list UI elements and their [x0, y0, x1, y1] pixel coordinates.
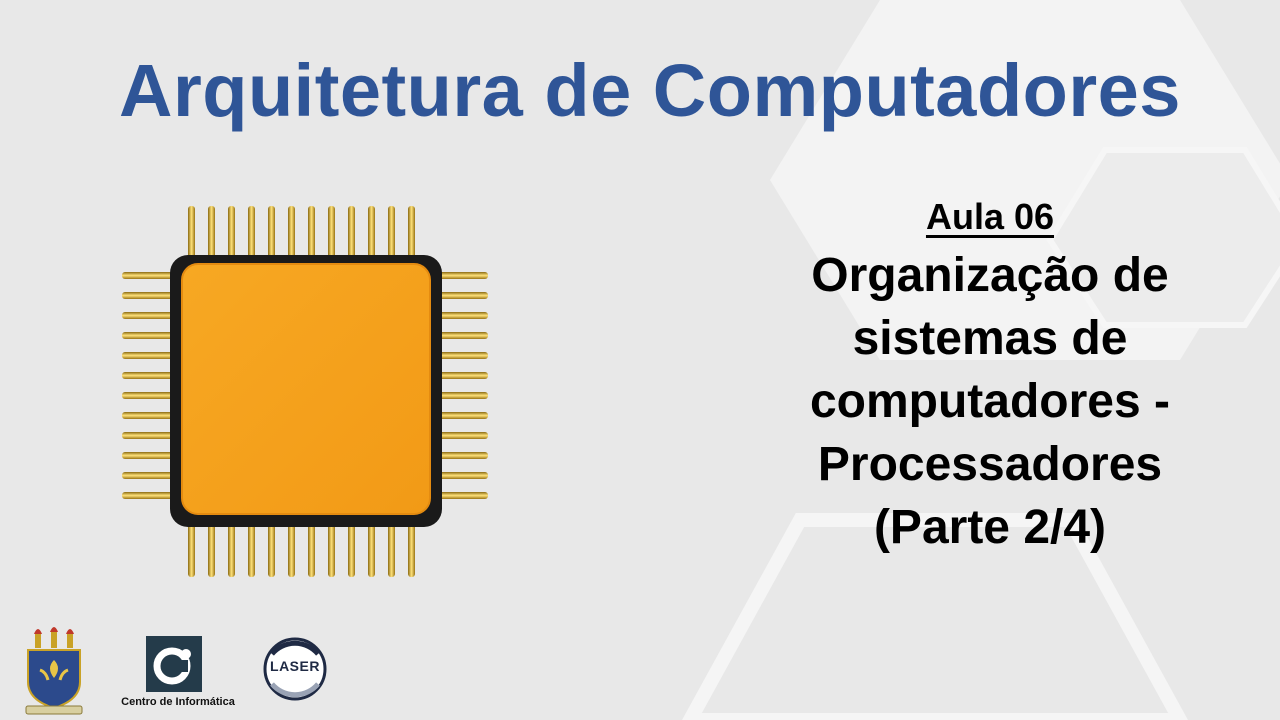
- lesson-number: Aula 06: [925, 196, 1055, 237]
- laser-label: LASER: [270, 658, 320, 674]
- ufpb-crest-logo: [25, 627, 83, 715]
- course-title: Arquitetura de Computadores: [119, 49, 1181, 132]
- processor-chip-icon: [122, 206, 488, 577]
- ci-caption: Centro de Informática: [121, 696, 235, 708]
- centro-de-informatica-logo: [146, 636, 202, 692]
- lesson-block: Aula 06 Organização de sistemas de compu…: [760, 196, 1220, 559]
- lesson-title: Organização de sistemas de computadores …: [809, 249, 1171, 554]
- laser-logo: [263, 637, 327, 701]
